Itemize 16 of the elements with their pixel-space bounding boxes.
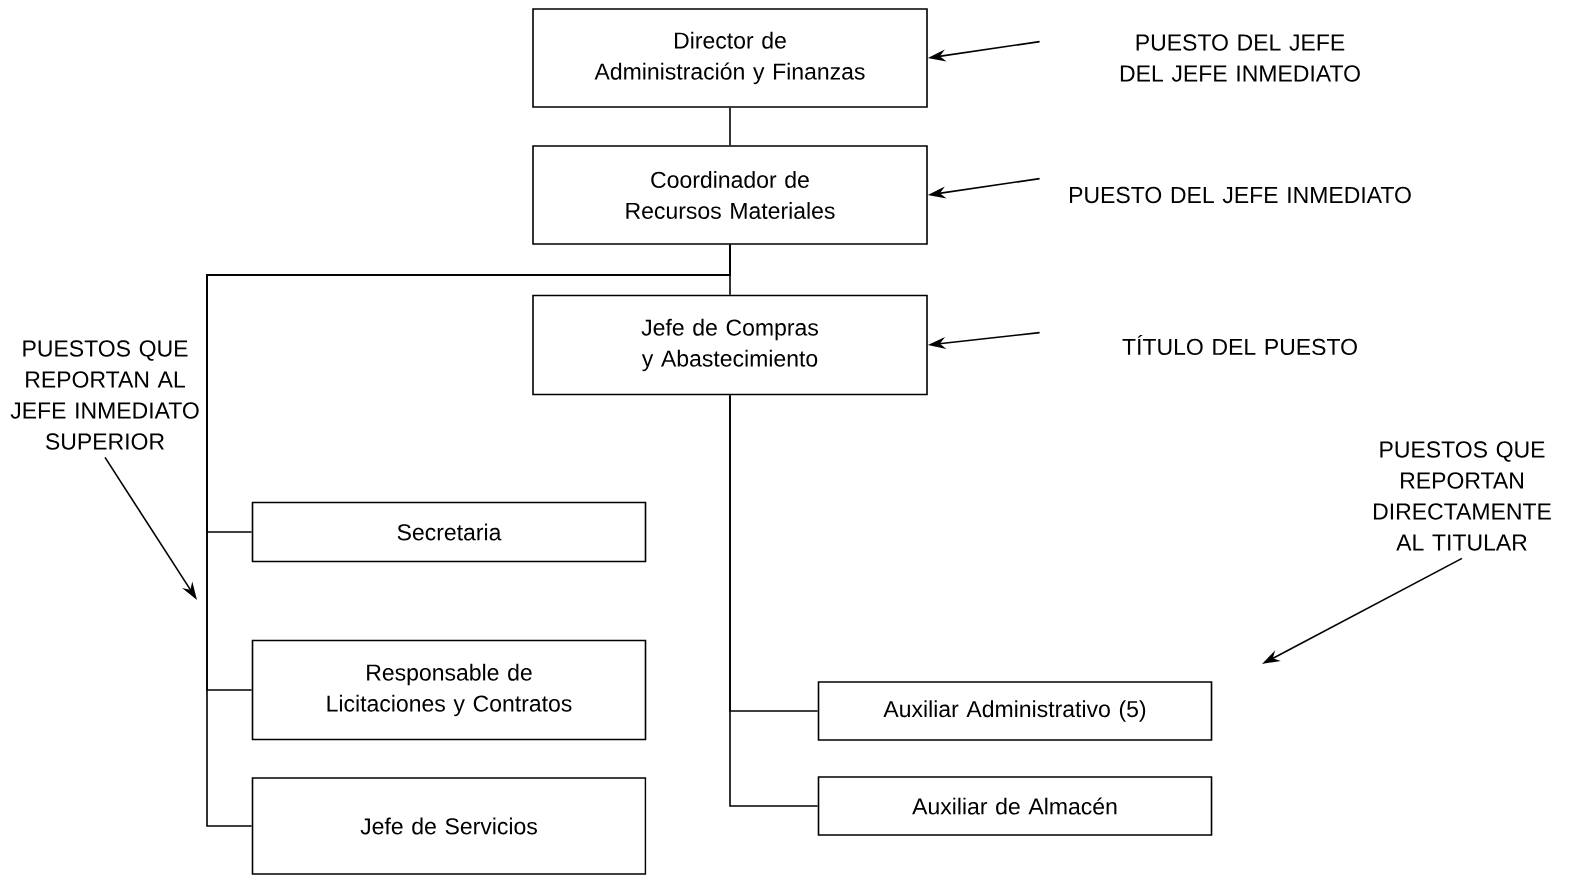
annotation-text: PUESTOS QUE REPORTAN AL JEFE INMEDIATO SUPERIOR (10, 340, 199, 450)
position-box: Director de Administración y Finanzas (532, 8, 928, 108)
annotation-text: PUESTO DEL JEFE INMEDIATO (1070, 186, 1411, 204)
annotation-text: TÍTULO DEL PUESTO (1122, 334, 1357, 356)
position-box: Secretaria (251, 501, 647, 563)
connector-line (729, 394, 819, 807)
connector-line (729, 107, 731, 146)
position-box: Auxiliar Administrativo (5) (817, 681, 1213, 741)
annotation-text: PUESTOS QUE REPORTAN DIRECTAMENTE AL TITULAR (1374, 441, 1551, 551)
position-box: Responsable de Licitaciones y Contratos (251, 639, 647, 741)
position-box: Jefe de Compras y Abastecimiento (532, 294, 928, 396)
position-box: Jefe de Servicios (251, 777, 647, 875)
position-box: Auxiliar de Almacén (817, 776, 1213, 836)
position-box: Coordinador de Recursos Materiales (532, 145, 928, 245)
connector-line (206, 244, 731, 827)
annotation-text: PUESTO DEL JEFE DEL JEFE INMEDIATO (1120, 34, 1360, 82)
